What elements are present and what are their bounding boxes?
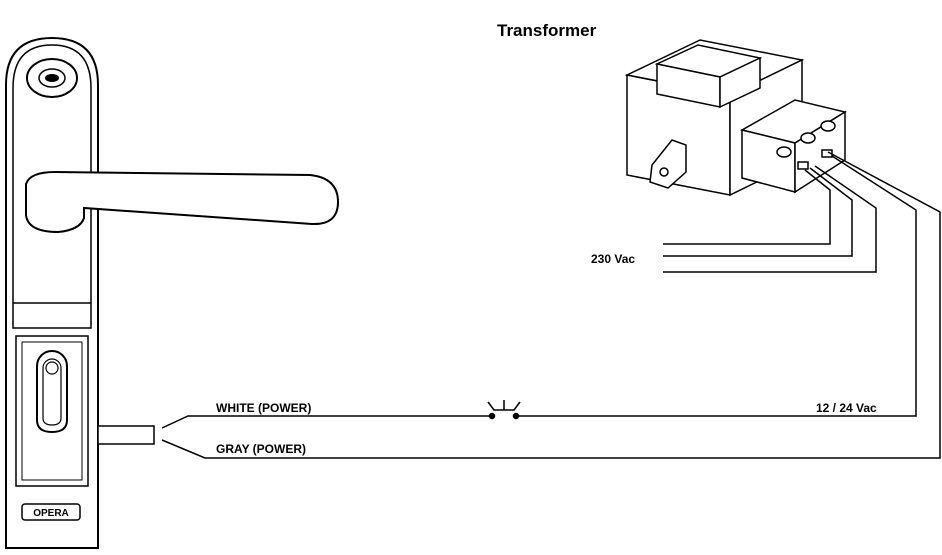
mains-wire-1 bbox=[663, 169, 831, 245]
brand-logo-text: OPERA bbox=[33, 508, 69, 519]
switch-icon bbox=[487, 400, 521, 420]
wiring bbox=[161, 151, 941, 459]
key-reader-icon bbox=[26, 58, 78, 98]
gray-wire-label: GRAY (POWER) bbox=[216, 442, 306, 456]
brand-logo: OPERA bbox=[21, 503, 81, 521]
transformer-icon bbox=[624, 39, 847, 197]
mains-wire-2 bbox=[663, 167, 853, 257]
transformer-title: Transformer bbox=[497, 21, 597, 40]
output-wire-white bbox=[161, 415, 492, 429]
output-wire-gray bbox=[161, 151, 941, 459]
door-handle: OPERA bbox=[5, 36, 340, 549]
mains-wire-3 bbox=[663, 165, 877, 273]
white-wire-label: WHITE (POWER) bbox=[216, 401, 311, 415]
output-voltage-label: 12 / 24 Vac bbox=[816, 401, 877, 415]
output-wire-white-right bbox=[516, 155, 917, 417]
handle-lever bbox=[25, 170, 340, 234]
cable-sleeve bbox=[97, 425, 155, 445]
mains-voltage-label: 230 Vac bbox=[591, 252, 635, 266]
